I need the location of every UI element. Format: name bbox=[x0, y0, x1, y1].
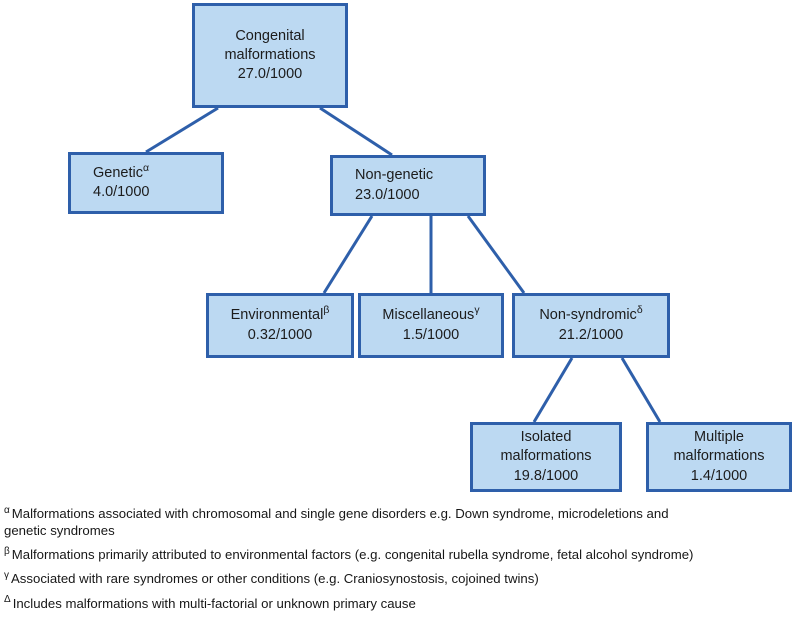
edge-non-syndromic-isolated bbox=[532, 357, 574, 423]
node-label-line-2: malformations bbox=[224, 46, 316, 63]
footnote-marker: α bbox=[4, 504, 10, 516]
node-value: 1.5/1000 bbox=[402, 326, 460, 343]
footnote-text: Malformations associated with chromosoma… bbox=[4, 506, 669, 539]
node-congenital-malformations[interactable]: Congenital malformations 27.0/1000 bbox=[192, 3, 348, 108]
edge-congenital-non-genetic bbox=[319, 106, 393, 157]
node-label: Environmentalβ bbox=[230, 304, 330, 324]
node-multiple-malformations[interactable]: Multiple malformations 1.4/1000 bbox=[646, 422, 792, 492]
node-value: 23.0/1000 bbox=[355, 186, 420, 203]
footnote-text: Malformations primarily attributed to en… bbox=[11, 547, 694, 563]
node-label-line-2: malformations bbox=[500, 448, 592, 465]
node-footnote-marker: α bbox=[142, 162, 150, 175]
node-value: 4.0/1000 bbox=[93, 184, 150, 200]
footnote-marker: β bbox=[4, 545, 10, 557]
node-non-syndromic[interactable]: Non-syndromicδ 21.2/1000 bbox=[512, 293, 670, 358]
node-environmental[interactable]: Environmentalβ 0.32/1000 bbox=[206, 293, 354, 358]
node-footnote-marker: β bbox=[323, 304, 330, 317]
node-label-line-1: Multiple bbox=[694, 429, 744, 446]
node-non-genetic[interactable]: Non-genetic 23.0/1000 bbox=[330, 155, 486, 216]
footnote-text: Includes malformations with multi-factor… bbox=[12, 595, 416, 611]
node-value: 19.8/1000 bbox=[513, 467, 579, 484]
node-label-line-1: Congenital bbox=[235, 27, 305, 44]
node-footnote-marker: δ bbox=[636, 304, 643, 317]
diagram-canvas: Congenital malformations 27.0/1000 Genet… bbox=[68, 3, 792, 492]
node-isolated-malformations[interactable]: Isolated malformations 19.8/1000 bbox=[470, 422, 622, 492]
edge-non-genetic-non-syndromic bbox=[466, 215, 526, 294]
node-label: Geneticα bbox=[93, 162, 150, 181]
node-genetic[interactable]: Geneticα 4.0/1000 bbox=[68, 152, 224, 214]
footnote-marker: Δ bbox=[4, 594, 11, 606]
node-miscellaneous[interactable]: Miscellaneousγ 1.5/1000 bbox=[358, 293, 504, 358]
node-label: Miscellaneousγ bbox=[382, 304, 480, 324]
edge-congenital-genetic bbox=[145, 106, 219, 154]
node-label: Non-syndromicδ bbox=[539, 304, 643, 324]
node-label: Non-genetic bbox=[355, 167, 434, 184]
node-label-line-1: Isolated bbox=[520, 429, 572, 446]
footnote-marker: γ bbox=[4, 570, 9, 582]
node-value: 1.4/1000 bbox=[690, 467, 748, 484]
node-value: 0.32/1000 bbox=[247, 326, 313, 343]
node-value: 21.2/1000 bbox=[558, 326, 624, 343]
edge-non-syndromic-multiple bbox=[620, 357, 662, 423]
node-label-line-2: malformations bbox=[673, 448, 765, 465]
edge-non-genetic-environmental bbox=[322, 215, 374, 294]
footnote-text: Associated with rare syndromes or other … bbox=[11, 571, 539, 587]
node-footnote-marker: γ bbox=[474, 304, 480, 317]
node-value: 27.0/1000 bbox=[237, 66, 303, 83]
